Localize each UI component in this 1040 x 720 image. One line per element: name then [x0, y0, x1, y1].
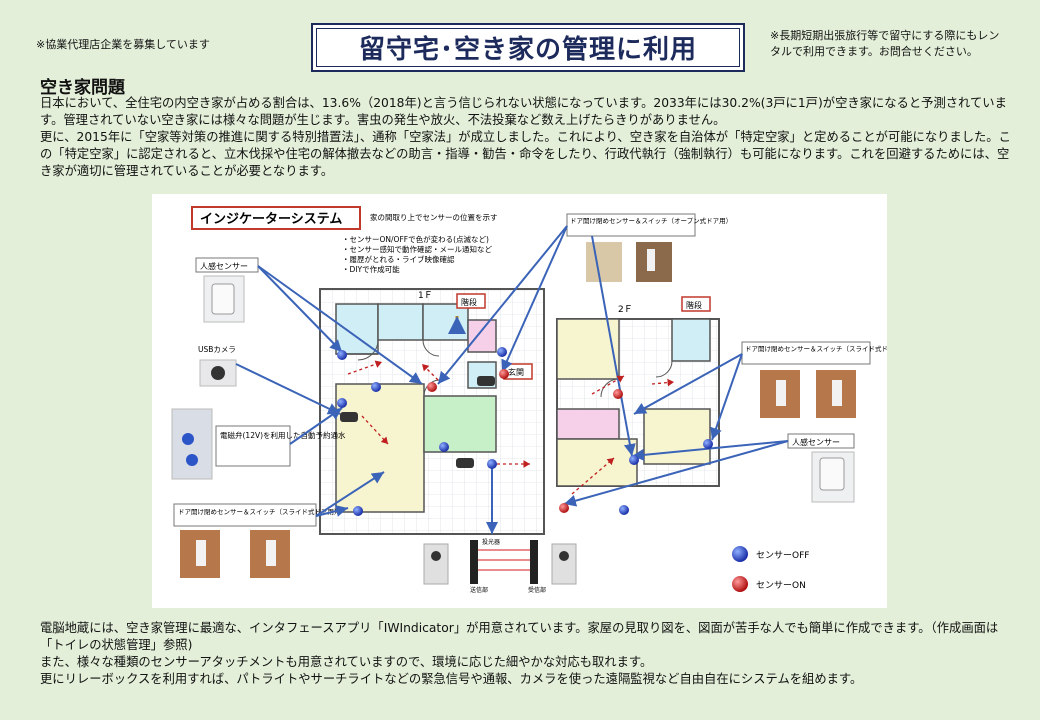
stairs-2f-label: 階段: [686, 300, 702, 310]
legend-on-label: センサーON: [756, 580, 806, 591]
sensor-off-dot: [371, 382, 381, 392]
footer-paragraph-3: 更にリレーボックスを利用すれば、パトライトやサーチライトなどの緊急信号や通報、カ…: [40, 672, 863, 686]
motion-sensor-right-label: 人感センサー: [792, 437, 840, 447]
motion-sensor-right-group: 人感センサー: [787, 433, 855, 503]
usb-camera-label: USBカメラ: [198, 345, 236, 354]
solenoid-valve-label: 電磁弁(12V)を利用した自動予約通水: [220, 430, 346, 440]
footer-paragraph-2: また、様々な種類のセンサーアタッチメントも用意されていますので、環境に応じた細や…: [40, 655, 653, 669]
legend: センサーOFF センサーON: [732, 546, 809, 592]
sensor-off-dot: [703, 439, 713, 449]
transmitter-label: 送信部: [470, 586, 488, 594]
door-sensor-open-label: ドア開け閉めセンサー＆スイッチ（オープン式ドア用）: [570, 216, 732, 225]
feature-1: ・センサーON/OFFで色が変わる(点滅など): [342, 234, 489, 244]
motion-sensor-left-group: 人感センサー: [195, 257, 259, 323]
sensor-on-dot: [613, 389, 623, 399]
sensor-on-dot: [499, 369, 509, 379]
intro-paragraph-1: 日本において、全住宅の内空き家が占める割合は、13.6%（2018年)と言う信じ…: [40, 96, 1007, 127]
floor-1-label: 1Ｆ: [418, 291, 433, 301]
sensor-off-dot: [619, 505, 629, 515]
entrance-label: 玄関: [508, 367, 524, 377]
camera-icon: [340, 412, 358, 422]
ir-beam-sensor-group: 投光器 送信部 受信部: [423, 538, 577, 594]
door-sensor-slide-left-group: ドア開け閉めセンサー＆スイッチ（スライド式ドア用）: [173, 503, 341, 578]
motion-sensor-left-label: 人感センサー: [200, 261, 248, 271]
feature-3: ・履歴がとれる・ライブ映像確認: [342, 254, 455, 264]
sensor-on-dot: [427, 382, 437, 392]
recruit-note: ※協業代理店企業を募集しています: [36, 38, 210, 51]
legend-on-dot: [732, 576, 748, 592]
door-sensor-slide-left-label: ドア開け閉めセンサー＆スイッチ（スライド式ドア用）: [178, 507, 341, 516]
diagram-title: インジケーターシステム: [200, 212, 342, 227]
diagram-subtitle: 家の間取り上でセンサーの位置を示す: [370, 212, 498, 222]
camera-icons: [340, 376, 495, 468]
sensor-off-dot: [337, 350, 347, 360]
indicator-system-diagram: インジケーターシステム 家の間取り上でセンサーの位置を示す ・センサーON/OF…: [152, 194, 887, 608]
sensor-off-dot: [629, 455, 639, 465]
motion-direction-arrows: [347, 360, 675, 495]
motion-sensor-device-icon: [211, 283, 235, 315]
intro-paragraph-2: 更に、2015年に「空家等対策の推進に関する特別措置法」、通称「空家法」が成立し…: [40, 130, 1011, 178]
footer-paragraph-1: 電脳地蔵には、空き家管理に最適な、インタフェースアプリ「IWIndicator」…: [40, 621, 999, 652]
connection-arrows: [235, 225, 789, 534]
usb-camera-group: USBカメラ: [198, 345, 237, 387]
sensor-off-dot: [337, 398, 347, 408]
sensor-off-dot: [497, 347, 507, 357]
sensor-off-dot: [439, 442, 449, 452]
sensor-off-dot: [487, 459, 497, 469]
sensor-off-dot: [353, 506, 363, 516]
floorplan-svg: インジケーターシステム 家の間取り上でセンサーの位置を示す ・センサーON/OF…: [171, 206, 887, 594]
door-sensor-icon: [196, 540, 206, 566]
footer-text: 電脳地蔵には、空き家管理に最適な、インタフェースアプリ「IWIndicator」…: [40, 620, 1015, 688]
sensor-on-dot: [559, 503, 569, 513]
stairs-1f-label: 階段: [461, 297, 477, 307]
feature-4: ・DIYで作成可能: [342, 264, 400, 274]
open-door-sensor-icon: [647, 249, 655, 271]
page-title: 留守宅･空き家の管理に利用: [358, 35, 697, 65]
door-sensor-slide-right-group: ドア開け閉めセンサー＆スイッチ（スライド式ドア用）: [741, 341, 887, 418]
floor-2-plan: 2Ｆ 階段: [556, 296, 720, 487]
rental-note: ※長期短期出張旅行等で留守にする際にもレンタルで利用できます。お問合せください。: [770, 29, 1000, 58]
legend-off-dot: [732, 546, 748, 562]
diagram-title-box: [191, 206, 361, 230]
projector-label: 投光器: [482, 538, 500, 546]
usb-camera-icon: [211, 366, 225, 380]
feature-2: ・センサー感知で動作確認・メール通知など: [342, 244, 492, 254]
sensor-dots: [337, 347, 713, 516]
floor-1-plan: 1Ｆ 階段 玄関: [319, 288, 545, 535]
camera-icon: [456, 458, 474, 468]
legend-off-label: センサーOFF: [756, 550, 809, 561]
door-sensor-slide-right-label: ドア開け閉めセンサー＆スイッチ（スライド式ドア用）: [745, 344, 887, 353]
valve-icon: [182, 433, 194, 445]
section-heading: 空き家問題: [40, 78, 125, 98]
receiver-label: 受信部: [528, 586, 546, 594]
intro-text: 日本において、全住宅の内空き家が占める割合は、13.6%（2018年)と言う信じ…: [40, 95, 1020, 180]
camera-icon: [477, 376, 495, 386]
title-banner: 留守宅･空き家の管理に利用: [311, 23, 745, 72]
solenoid-valve-group: 電磁弁(12V)を利用した自動予約通水: [171, 408, 346, 480]
floor-2-label: 2Ｆ: [618, 305, 633, 315]
door-sensor-open-group: ドア開け閉めセンサー＆スイッチ（オープン式ドア用）: [566, 213, 732, 282]
